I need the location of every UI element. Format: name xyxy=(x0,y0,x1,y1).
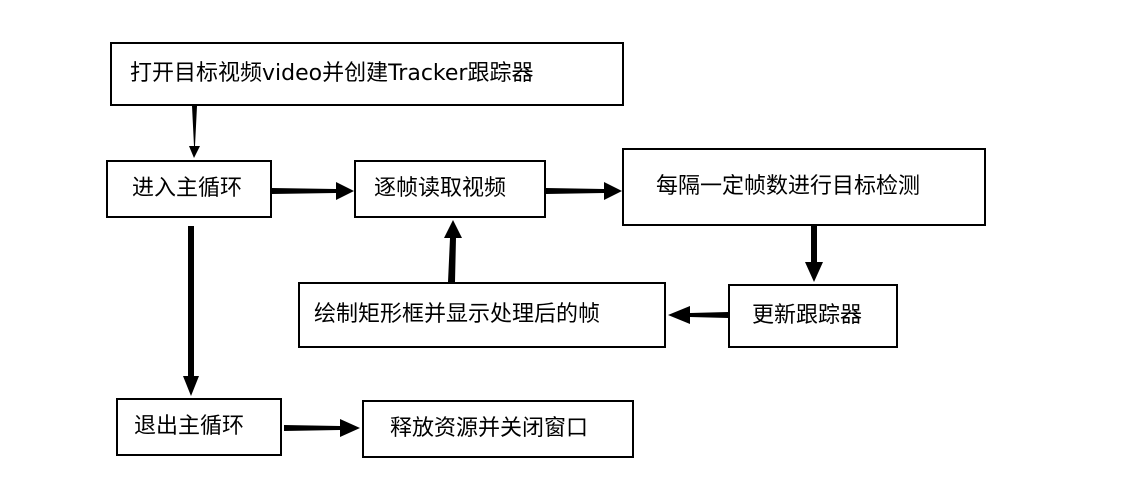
node-release-resources-label: 释放资源并关闭窗口 xyxy=(390,416,589,441)
node-exit-main-loop-label: 退出主循环 xyxy=(134,414,245,439)
arrow-open-to-enter xyxy=(189,106,200,158)
node-read-frames: 逐帧读取视频 xyxy=(354,160,546,218)
node-exit-main-loop: 退出主循环 xyxy=(116,398,282,456)
arrow-enter-to-exit xyxy=(183,226,199,396)
node-enter-main-loop-label: 进入主循环 xyxy=(132,176,243,201)
node-open-video: 打开目标视频video并创建Tracker跟踪器 xyxy=(110,42,624,106)
arrow-exit-to-release xyxy=(284,419,360,437)
arrow-enter-to-read xyxy=(272,182,354,200)
node-draw-display-label: 绘制矩形框并显示处理后的帧 xyxy=(314,302,601,327)
node-update-tracker: 更新跟踪器 xyxy=(728,284,898,348)
node-open-video-label: 打开目标视频video并创建Tracker跟踪器 xyxy=(130,61,534,86)
node-read-frames-label: 逐帧读取视频 xyxy=(374,176,507,201)
node-update-tracker-label: 更新跟踪器 xyxy=(752,303,863,328)
node-detect-targets-label: 每隔一定帧数进行目标检测 xyxy=(656,174,921,199)
node-draw-display: 绘制矩形框并显示处理后的帧 xyxy=(298,282,666,348)
arrow-detect-to-update xyxy=(805,226,823,282)
arrow-update-to-draw xyxy=(668,306,728,324)
node-enter-main-loop: 进入主循环 xyxy=(106,160,272,218)
node-detect-targets: 每隔一定帧数进行目标检测 xyxy=(622,148,986,226)
arrow-read-to-detect xyxy=(546,182,622,200)
arrow-draw-to-read xyxy=(444,220,462,282)
node-release-resources: 释放资源并关闭窗口 xyxy=(362,400,634,458)
